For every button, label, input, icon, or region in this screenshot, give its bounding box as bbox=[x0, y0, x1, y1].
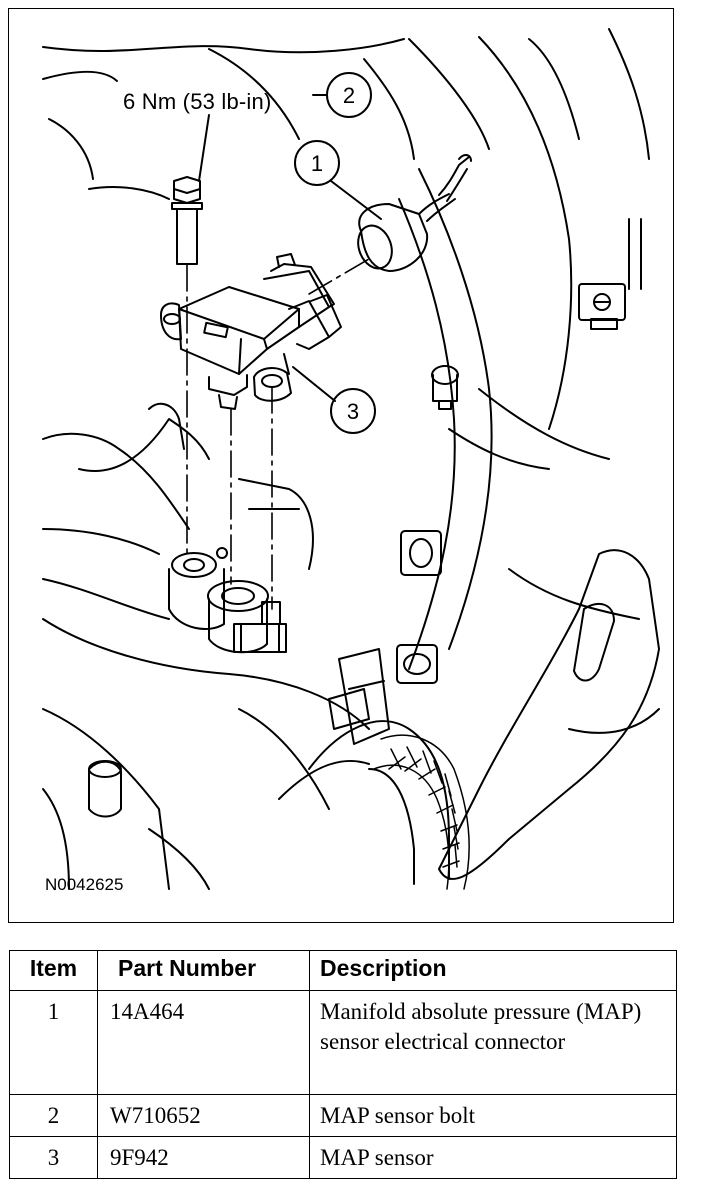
background-contour bbox=[48, 118, 94, 180]
cell-item: 1 bbox=[9, 990, 98, 1095]
bracket-slot bbox=[573, 602, 615, 682]
table-row: 2 W710652 MAP sensor bolt bbox=[9, 1094, 677, 1137]
engine-block bbox=[88, 760, 122, 818]
hose bbox=[308, 720, 450, 880]
cell-part-number: W710652 bbox=[97, 1094, 310, 1137]
table-row: 1 14A464 Manifold absolute pressure (MAP… bbox=[9, 990, 677, 1095]
sensor-port bbox=[207, 580, 269, 612]
bracket-outline bbox=[508, 568, 640, 620]
port-boss bbox=[168, 568, 225, 630]
cell-item: 3 bbox=[9, 1136, 98, 1179]
cell-description: MAP sensor bbox=[309, 1136, 677, 1179]
header-description: Description bbox=[309, 950, 677, 991]
callout-circle bbox=[330, 388, 376, 434]
engine-block bbox=[42, 708, 170, 890]
callout-circle bbox=[294, 140, 340, 186]
background-contour bbox=[408, 38, 490, 150]
bracket-outline bbox=[448, 428, 550, 470]
background-contour bbox=[208, 48, 300, 140]
torque-leader bbox=[198, 114, 210, 182]
manifold-outline bbox=[42, 618, 370, 730]
diagram-figure: 2 1 3 6 Nm (53 lb-in) N0042625 bbox=[8, 8, 674, 923]
engine-illustration: 2 1 3 bbox=[42, 28, 660, 890]
manifold-outline bbox=[238, 478, 314, 570]
manifold-outline bbox=[42, 432, 190, 530]
background-contour bbox=[363, 58, 415, 160]
header-part-number: Part Number bbox=[97, 950, 310, 991]
figure-id: N0042625 bbox=[45, 875, 124, 894]
callout-number: 2 bbox=[343, 83, 355, 108]
alignment-lines bbox=[186, 258, 370, 610]
manifold-outline bbox=[78, 418, 210, 472]
table-row: 3 9F942 MAP sensor bbox=[9, 1136, 677, 1179]
grommet bbox=[400, 530, 442, 576]
cell-part-number: 9F942 bbox=[97, 1136, 310, 1179]
hose bbox=[278, 759, 370, 800]
manifold-outline bbox=[148, 402, 185, 450]
cell-part-number: 14A464 bbox=[97, 990, 310, 1095]
braided-hose bbox=[373, 734, 470, 890]
bracket-outline bbox=[418, 168, 493, 650]
clamp bbox=[338, 648, 390, 745]
callout-number: 1 bbox=[311, 151, 323, 176]
bolt-hole bbox=[171, 552, 217, 578]
background-contour bbox=[88, 186, 170, 200]
table-header-row: Item Part Number Description bbox=[9, 950, 677, 991]
hose bbox=[368, 768, 415, 885]
cell-item: 2 bbox=[9, 1094, 98, 1137]
electrical-connector bbox=[357, 154, 472, 272]
torque-spec-label: 6 Nm (53 lb-in) bbox=[123, 89, 272, 114]
map-sensor-bolt bbox=[171, 176, 203, 265]
bracket-outline bbox=[398, 198, 456, 670]
map-sensor bbox=[160, 253, 342, 410]
background-contour bbox=[478, 36, 573, 430]
callout-number: 3 bbox=[347, 399, 359, 424]
background-contour bbox=[42, 70, 118, 82]
manifold-outline bbox=[42, 528, 160, 555]
parts-table: Item Part Number Description 1 14A464 Ma… bbox=[9, 950, 677, 1179]
stud bbox=[431, 365, 459, 385]
background-contour bbox=[528, 38, 580, 140]
callout-leader bbox=[330, 180, 382, 220]
manifold-outline bbox=[42, 578, 170, 620]
manifold-connector bbox=[233, 623, 287, 653]
bracket-outline bbox=[478, 388, 610, 460]
callout-leader bbox=[292, 366, 336, 402]
grommet bbox=[396, 644, 438, 684]
tall-bracket bbox=[438, 549, 660, 880]
background-contour bbox=[42, 38, 405, 54]
cell-description: Manifold absolute pressure (MAP) sensor … bbox=[309, 990, 677, 1095]
background-contour bbox=[608, 28, 650, 160]
header-item: Item bbox=[9, 950, 98, 991]
cell-description: MAP sensor bolt bbox=[309, 1094, 677, 1137]
